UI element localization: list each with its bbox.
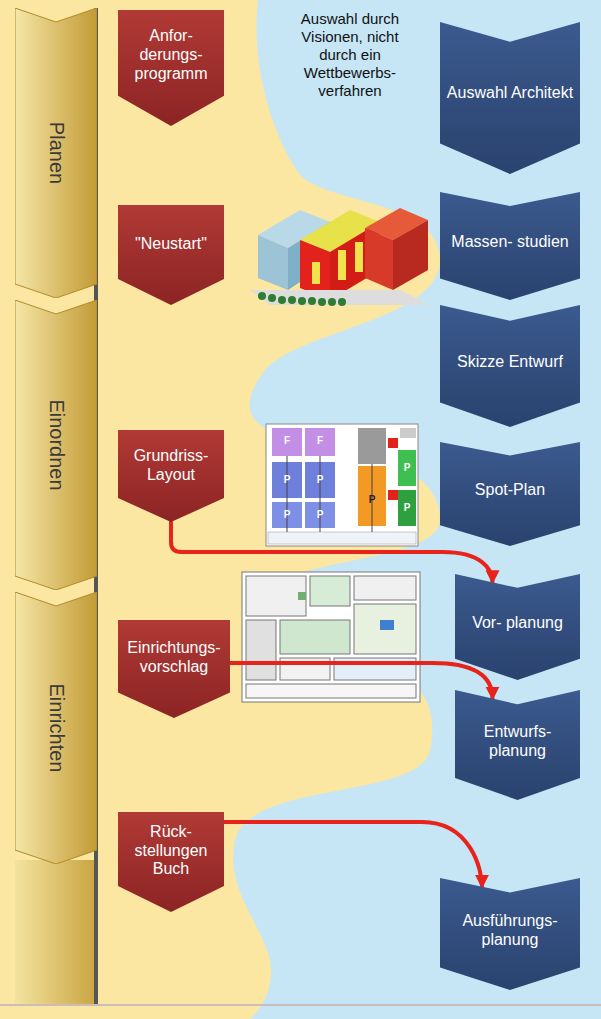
step-label: Anfor- derungs- programm (118, 27, 224, 84)
planning-step: Auswahl Architekt (440, 22, 580, 174)
tree-row (258, 292, 346, 306)
step-label: Rück- stellungen Buch (118, 823, 224, 880)
text-area: Vor- planung (455, 589, 580, 659)
planning-step: Ausführungs- planung (440, 878, 580, 990)
phase-label: Einordnen (45, 399, 68, 490)
step-label: Ausführungs- planung (440, 912, 580, 950)
step-label: Skizze Entwurf (451, 353, 569, 372)
zone-letter: F (281, 435, 293, 447)
zone-letter: P (401, 502, 413, 514)
text-area: Anfor- derungs- programm (118, 15, 224, 96)
zone-letter: F (314, 435, 326, 447)
flow-arrow (230, 663, 493, 698)
step-label: Spot-Plan (469, 481, 551, 500)
text-area: Entwurfs- planung (455, 705, 580, 778)
flow-arrow (224, 822, 482, 887)
flow-arrow (171, 522, 493, 582)
step-label: Vor- planung (466, 614, 569, 633)
text-area: Einrichtungs- vorschlag (118, 624, 230, 693)
text-area: Massen- studien (440, 207, 580, 278)
planning-step: Skizze Entwurf (440, 305, 580, 427)
planning-step: Massen- studien (440, 192, 580, 300)
phase-label: Planen (45, 122, 68, 184)
input-step: Einrichtungs- vorschlag (118, 620, 230, 718)
zone-letter: P (314, 509, 326, 521)
text-area: Spot-Plan (440, 457, 580, 526)
step-label: Grundriss- Layout (118, 447, 224, 485)
zone-letter: P (314, 474, 326, 486)
input-step: Rück- stellungen Buch (118, 812, 224, 912)
zone-letter: P (366, 494, 378, 506)
text-area: Rück- stellungen Buch (118, 816, 224, 886)
text-area: Ausführungs- planung (440, 894, 580, 968)
massing-model (250, 208, 430, 305)
zone-letter: P (281, 474, 293, 486)
note-text: Auswahl durch Visionen, nicht durch ein … (285, 10, 415, 100)
planning-step: Entwurfs- planung (455, 690, 580, 800)
layout-sketch (266, 424, 418, 546)
phase-band: Einordnen (15, 300, 97, 590)
step-label: Massen- studien (445, 233, 574, 252)
zone-letter: P (401, 462, 413, 474)
input-step: Anfor- derungs- programm (118, 10, 224, 126)
zone-letter: P (281, 509, 293, 521)
text-area: Grundriss- Layout (118, 434, 224, 498)
phase-band: Planen (15, 8, 97, 298)
planning-step: Spot-Plan (440, 442, 580, 546)
input-step: Grundriss- Layout (118, 430, 224, 522)
shape-outline (118, 205, 224, 305)
text-area: Skizze Entwurf (440, 322, 580, 403)
text-area: "Neustart" (118, 209, 224, 279)
phase-label: Einrichten (45, 684, 68, 773)
step-label: Entwurfs- planung (455, 723, 580, 761)
text-area: Auswahl Architekt (440, 43, 580, 143)
floor-plan (242, 572, 420, 702)
phase-band: Einrichten (15, 592, 97, 864)
step-label: Einrichtungs- vorschlag (118, 639, 230, 677)
step-label: "Neustart" (129, 235, 213, 254)
planning-step: Vor- planung (455, 574, 580, 680)
input-step: "Neustart" (118, 205, 224, 305)
step-label: Auswahl Architekt (441, 84, 579, 103)
